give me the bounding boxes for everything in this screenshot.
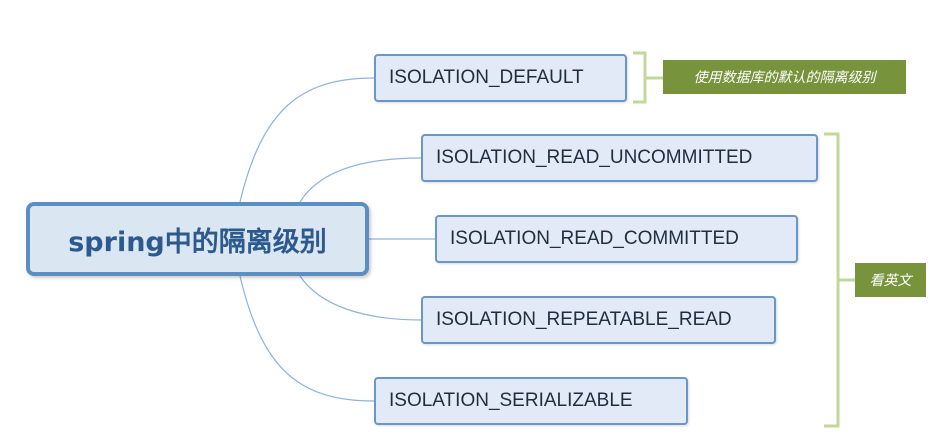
topic-isolation-read-committed[interactable]: ISOLATION_READ_COMMITTED [435,215,798,263]
connector-default [239,77,375,203]
root-topic-label: spring中的隔离级别 [68,226,327,258]
topic-label: ISOLATION_SERIALIZABLE [389,390,633,411]
topic-label: ISOLATION_DEFAULT [389,67,584,88]
topic-label: ISOLATION_REPEATABLE_READ [436,309,732,330]
note-label: 看英文 [869,273,912,289]
bracket-default [633,51,663,104]
connector-repeatable-read [299,275,422,321]
topic-isolation-serializable[interactable]: ISOLATION_SERIALIZABLE [374,377,688,425]
topic-isolation-read-uncommitted[interactable]: ISOLATION_READ_UNCOMMITTED [421,134,818,182]
topic-label: ISOLATION_READ_COMMITTED [450,228,739,249]
root-topic[interactable]: spring中的隔离级别 [26,202,369,276]
note-default[interactable]: 使用数据库的默认的隔离级别 [663,60,906,94]
note-see-english[interactable]: 看英文 [855,263,926,297]
topic-isolation-default[interactable]: ISOLATION_DEFAULT [374,54,627,102]
connector-serializable [239,275,375,402]
note-label: 使用数据库的默认的隔离级别 [693,70,876,86]
bracket-others [824,132,855,428]
topic-isolation-repeatable-read[interactable]: ISOLATION_REPEATABLE_READ [421,296,776,344]
topic-label: ISOLATION_READ_UNCOMMITTED [436,147,753,168]
connector-read-uncommitted [299,157,422,203]
